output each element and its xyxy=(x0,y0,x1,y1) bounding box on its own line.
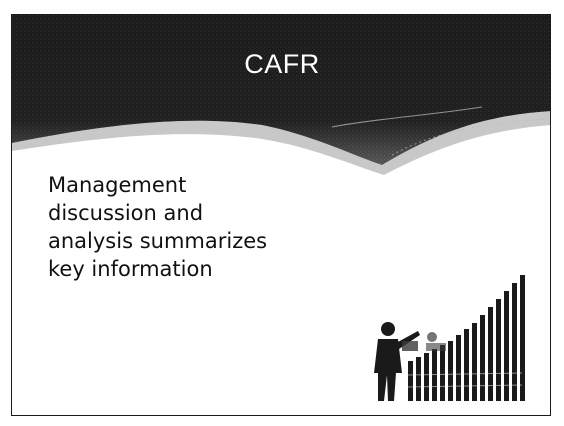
slide-title: CAFR xyxy=(244,49,320,79)
banner-shape xyxy=(12,15,550,175)
person-with-bar-chart-icon xyxy=(372,265,537,405)
body-line: Management xyxy=(48,173,187,197)
body-text: Management discussion and analysis summa… xyxy=(48,171,378,283)
clipart-graphic xyxy=(374,275,525,401)
slide: CAFR Management discussion and analysis … xyxy=(11,14,551,416)
body-line: analysis summarizes xyxy=(48,229,268,253)
title-banner: CAFR xyxy=(12,15,550,175)
body-line: key information xyxy=(48,257,213,281)
body-line: discussion and xyxy=(48,201,204,225)
